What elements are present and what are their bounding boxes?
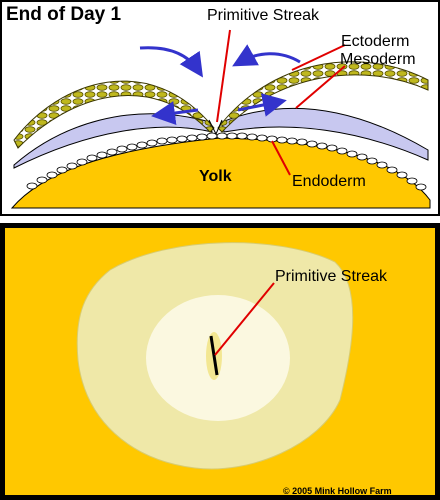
label-endoderm: Endoderm [292, 173, 366, 190]
label-mesoderm: Mesoderm [340, 51, 416, 68]
diagram-title: End of Day 1 [6, 4, 122, 25]
ectoderm-left [13, 80, 215, 149]
pointer-ectoderm [291, 44, 346, 71]
primitive-streak-mark [209, 335, 219, 376]
pointer-mesoderm [295, 65, 346, 109]
primitive-streak-groove [208, 119, 223, 136]
label-primitive-streak-bottom: Primitive Streak [275, 268, 388, 285]
copyright-notice: © 2005 Mink Hollow Farm [283, 486, 392, 496]
arrow-ectoderm-left [139, 46, 203, 78]
arrow-mesoderm-left [151, 101, 199, 125]
mesoderm-left [13, 113, 213, 169]
endoderm-layer [26, 132, 427, 191]
label-primitive-streak-top: Primitive Streak [207, 7, 320, 24]
pointer-primitive-streak-top [216, 29, 231, 123]
pointer-primitive-streak-bottom [214, 282, 275, 356]
arrow-mesoderm-right [237, 93, 287, 117]
pointer-endoderm [271, 140, 291, 176]
arrow-ectoderm-right [232, 44, 301, 67]
label-yolk: Yolk [199, 168, 232, 185]
mesoderm-right [221, 107, 429, 161]
label-ectoderm: Ectoderm [341, 33, 410, 50]
